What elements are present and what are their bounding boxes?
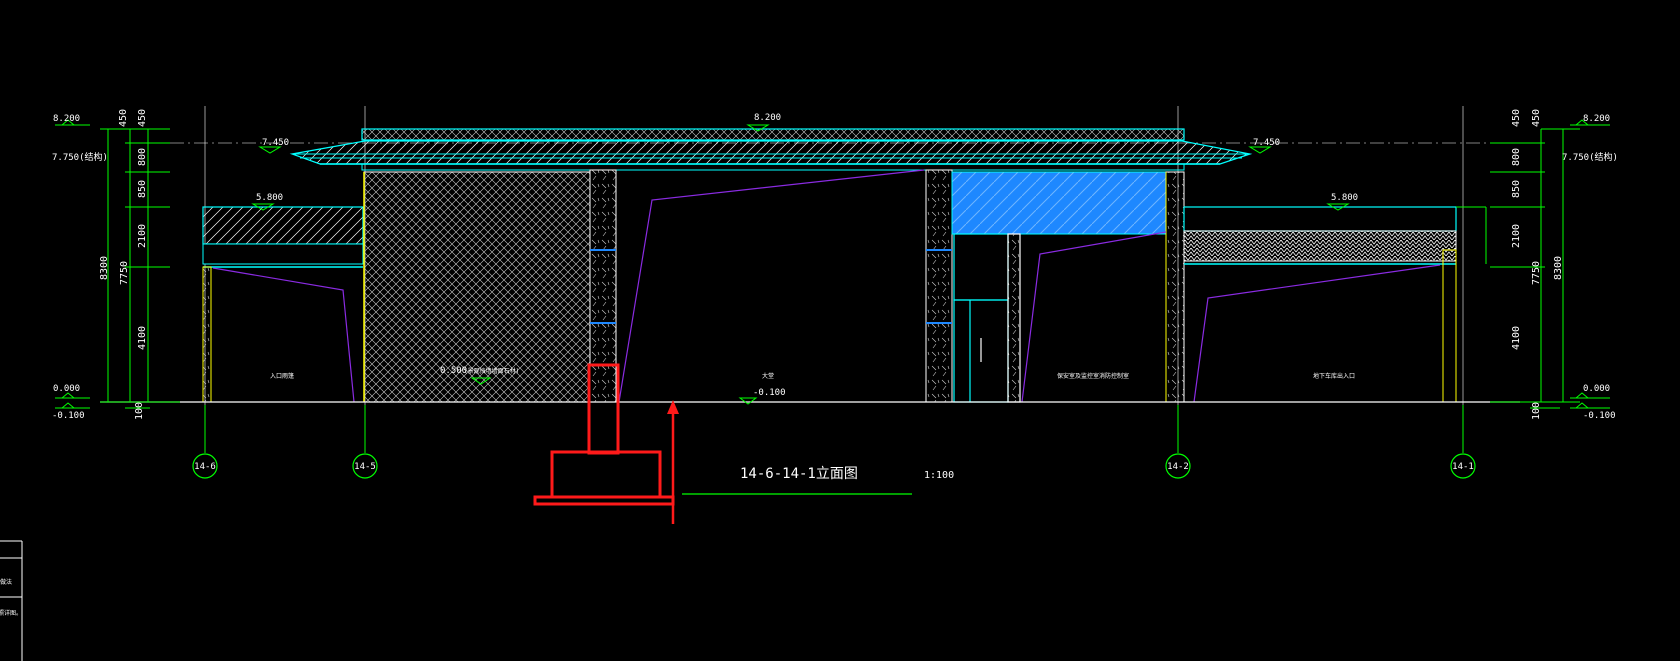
right-canopy: [1183, 206, 1487, 403]
svg-text:850: 850: [137, 180, 148, 198]
room-label-e: 地下车库出入口: [1313, 372, 1355, 380]
svg-text:100: 100: [1531, 402, 1542, 420]
svg-text:450: 450: [137, 109, 148, 127]
svg-text:14-1: 14-1: [1452, 462, 1474, 472]
elev-structure-right: 7.750(结构): [1562, 151, 1618, 163]
left-dim-text: 450 450 800 850 2100 4100 7750 8300 100: [99, 109, 148, 420]
elevation-markers: [251, 124, 1350, 405]
title-block-fragment: [0, 540, 23, 661]
svg-text:14-5: 14-5: [354, 462, 376, 472]
svg-text:14-2: 14-2: [1167, 462, 1189, 472]
left-stone-wall: [363, 171, 591, 403]
elev-roof-top-left: 8.200: [53, 114, 80, 124]
elev-eave-right: 7.450: [1253, 138, 1280, 148]
grid-bubble-14-6[interactable]: 14-6: [192, 453, 218, 479]
svg-text:4100: 4100: [1511, 326, 1522, 350]
right-column: [1165, 171, 1185, 403]
elev-base-right: -0.100: [1583, 411, 1616, 421]
svg-text:8300: 8300: [99, 256, 110, 280]
elev-structure-left: 7.750(结构): [52, 151, 108, 163]
section-lines: [212, 169, 1441, 403]
title-block-note-1: 工程做法: [0, 578, 12, 586]
svg-text:7750: 7750: [119, 261, 130, 285]
elev-paving-center: -0.100: [753, 388, 786, 398]
elev-paving-left: 0.500: [440, 366, 467, 376]
room-label-a: 入口雨篷: [270, 372, 294, 380]
middle-column: [925, 169, 953, 403]
elev-ground-left: 0.000: [53, 384, 80, 394]
svg-text:2100: 2100: [137, 224, 148, 248]
room-label-c: 大堂: [762, 372, 774, 380]
room-label-d: 保安室及监控室消防控制室: [1057, 372, 1129, 380]
title-block-note-2: 参照详图。: [0, 609, 22, 617]
svg-text:850: 850: [1511, 180, 1522, 198]
left-column: [589, 169, 617, 403]
grid-bubble-14-1[interactable]: 14-1: [1450, 453, 1476, 479]
svg-text:800: 800: [1511, 148, 1522, 166]
elev-base-left: -0.100: [52, 411, 85, 421]
elev-ground-right: 0.000: [1583, 384, 1610, 394]
roof: [289, 128, 1253, 171]
svg-text:8300: 8300: [1553, 256, 1564, 280]
svg-text:450: 450: [1511, 109, 1522, 127]
elev-canopy-left: 5.800: [256, 193, 283, 203]
glass-panel: [951, 171, 1167, 235]
grid-extension-lines: [204, 405, 1464, 453]
elev-eave-left: 7.450: [262, 138, 289, 148]
svg-text:450: 450: [1531, 109, 1542, 127]
elev-roof-top: 8.200: [754, 113, 781, 123]
svg-text:450: 450: [118, 109, 129, 127]
right-dim-text: 450 450 800 850 2100 4100 7750 8300 100: [1511, 109, 1564, 420]
right-dimensions: [1490, 119, 1610, 409]
room-label-b: (景观挡墙墙面石材): [464, 367, 519, 375]
svg-text:14-6: 14-6: [194, 462, 216, 472]
grid-bubble-14-5[interactable]: 14-5: [352, 453, 378, 479]
elev-canopy-right: 5.800: [1331, 193, 1358, 203]
svg-text:7750: 7750: [1531, 261, 1542, 285]
drawing-title: 14-6-14-1立面图: [740, 466, 858, 482]
elev-roof-top-right: 8.200: [1583, 114, 1610, 124]
svg-text:4100: 4100: [137, 326, 148, 350]
grid-bubble-14-2[interactable]: 14-2: [1165, 453, 1191, 479]
svg-text:800: 800: [137, 148, 148, 166]
svg-text:2100: 2100: [1511, 224, 1522, 248]
arrow-icon: [667, 400, 679, 524]
left-dimensions: [55, 119, 170, 409]
svg-text:100: 100: [134, 402, 145, 420]
entrance-door: [953, 233, 1021, 403]
drawing-scale: 1:100: [924, 470, 954, 481]
left-canopy: [202, 206, 364, 403]
